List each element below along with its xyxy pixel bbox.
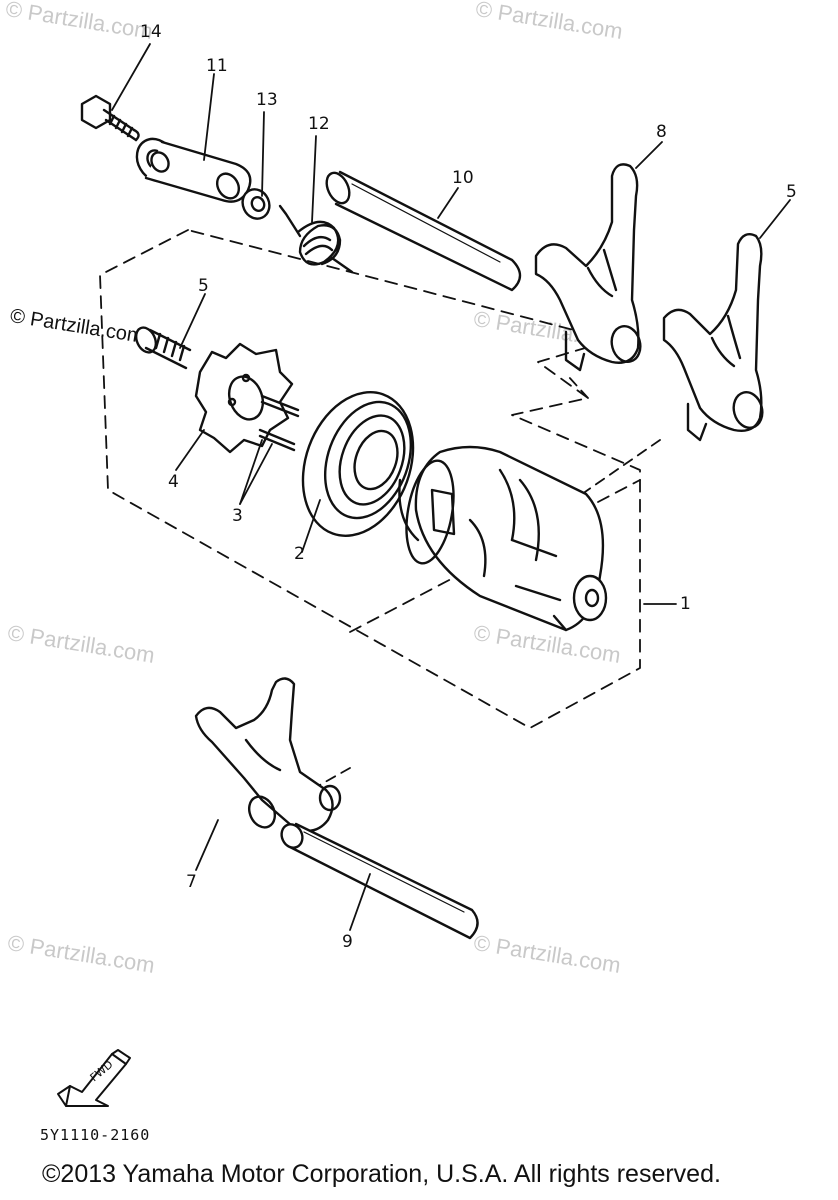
callout-4: 4 (168, 472, 179, 492)
callout-13: 13 (256, 90, 278, 110)
callout-14: 14 (140, 22, 162, 42)
copyright-notice: ©2013 Yamaha Motor Corporation, U.S.A. A… (42, 1160, 721, 1188)
callout-8: 8 (656, 122, 667, 142)
part-11-shift-arm (135, 137, 252, 203)
callout-5b: 5 (786, 182, 797, 202)
callout-leaders (111, 43, 791, 931)
part-13-collar (241, 188, 271, 220)
callout-7: 7 (186, 872, 197, 892)
part-10-fork-shaft (325, 170, 522, 292)
part-3-pins (258, 394, 300, 452)
part-1-shift-cam (398, 445, 608, 632)
callout-12: 12 (308, 114, 330, 134)
part-7-shift-fork (194, 677, 342, 832)
part-14-bolt (80, 94, 140, 142)
callout-11: 11 (206, 56, 228, 76)
part-5b-shift-fork (662, 233, 764, 442)
callout-10: 10 (452, 168, 474, 188)
diagram-code: 5Y1110-2160 (40, 1126, 151, 1144)
leader-line (317, 767, 351, 787)
part-9-fork-shaft (280, 822, 479, 940)
part-2-bearing (301, 391, 415, 537)
callout-5a: 5 (198, 276, 209, 296)
callout-3: 3 (232, 506, 243, 526)
part-12-spring (278, 204, 354, 274)
part-8-shift-fork (534, 163, 642, 372)
callout-2: 2 (294, 544, 305, 564)
leader-line (567, 375, 589, 399)
part-5a-screw (134, 326, 192, 370)
callout-1: 1 (680, 594, 691, 614)
callout-9: 9 (342, 932, 353, 952)
part-4-segment (194, 342, 294, 454)
front-arrow-icon: FWD (57, 1049, 131, 1107)
